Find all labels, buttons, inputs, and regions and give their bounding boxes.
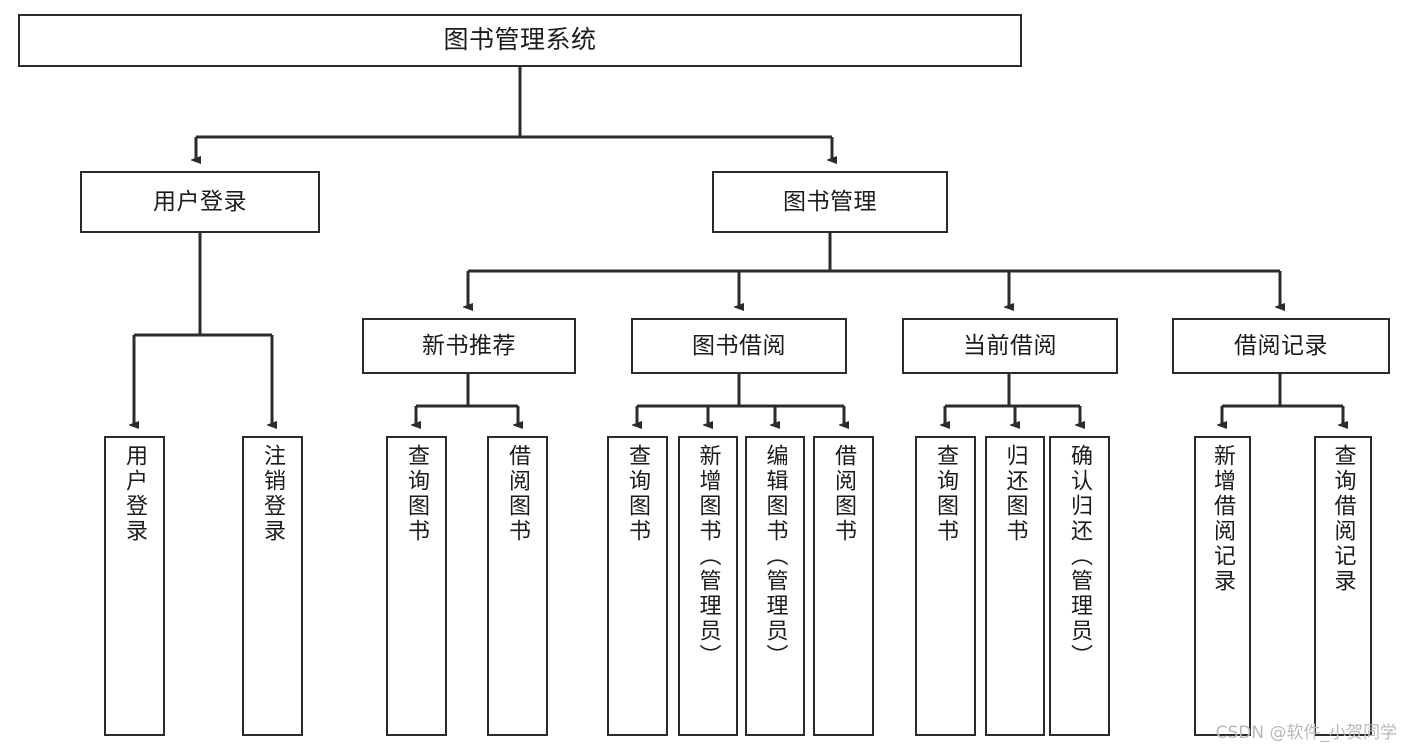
leaf-edit-book[interactable]: 编辑图书（管理员） [745, 436, 805, 736]
leaf-edit-book-label: 编辑图书（管理员） [762, 444, 788, 669]
leaf-query-book-3-label: 查询图书 [933, 444, 959, 544]
leaf-add-record-label: 新增借阅记录 [1210, 444, 1236, 594]
leaf-query-book-2-label: 查询图书 [625, 444, 651, 544]
leaf-user-logout-label: 注销登录 [260, 444, 286, 544]
node-borrow-record[interactable]: 借阅记录 [1172, 318, 1390, 374]
leaf-borrow-book-1-label: 借阅图书 [505, 444, 531, 544]
leaf-query-book-2[interactable]: 查询图书 [607, 436, 668, 736]
leaf-confirm-return[interactable]: 确认归还（管理员） [1049, 436, 1110, 736]
leaf-return-book[interactable]: 归还图书 [985, 436, 1045, 736]
node-book-borrow[interactable]: 图书借阅 [631, 318, 847, 374]
leaf-user-login-label: 用户登录 [122, 444, 148, 544]
leaf-query-book-1-label: 查询图书 [404, 444, 430, 544]
node-book-manage[interactable]: 图书管理 [712, 171, 948, 233]
leaf-add-book[interactable]: 新增图书（管理员） [678, 436, 738, 736]
node-book-borrow-label: 图书借阅 [692, 332, 786, 359]
leaf-user-logout[interactable]: 注销登录 [242, 436, 303, 736]
leaf-query-record-label: 查询借阅记录 [1330, 444, 1356, 594]
csdn-watermark: CSDN @软件_小贺同学 [1215, 723, 1397, 743]
leaf-query-record[interactable]: 查询借阅记录 [1314, 436, 1372, 736]
leaf-borrow-book-2[interactable]: 借阅图书 [813, 436, 874, 736]
node-user-login-label: 用户登录 [153, 188, 247, 215]
node-current-borrow[interactable]: 当前借阅 [902, 318, 1118, 374]
leaf-add-record[interactable]: 新增借阅记录 [1194, 436, 1251, 736]
node-new-book-rec-label: 新书推荐 [422, 332, 516, 359]
node-root[interactable]: 图书管理系统 [18, 14, 1022, 67]
node-root-label: 图书管理系统 [443, 25, 597, 55]
node-new-book-rec[interactable]: 新书推荐 [362, 318, 576, 374]
leaf-return-book-label: 归还图书 [1002, 444, 1028, 544]
leaf-borrow-book-2-label: 借阅图书 [831, 444, 857, 544]
leaf-borrow-book-1[interactable]: 借阅图书 [487, 436, 548, 736]
leaf-confirm-return-label: 确认归还（管理员） [1067, 444, 1093, 669]
leaf-query-book-1[interactable]: 查询图书 [386, 436, 447, 736]
node-borrow-record-label: 借阅记录 [1234, 332, 1328, 359]
node-user-login[interactable]: 用户登录 [80, 171, 320, 233]
leaf-user-login[interactable]: 用户登录 [104, 436, 165, 736]
node-book-manage-label: 图书管理 [783, 188, 877, 215]
leaf-query-book-3[interactable]: 查询图书 [915, 436, 976, 736]
leaf-add-book-label: 新增图书（管理员） [695, 444, 721, 669]
node-current-borrow-label: 当前借阅 [963, 332, 1057, 359]
